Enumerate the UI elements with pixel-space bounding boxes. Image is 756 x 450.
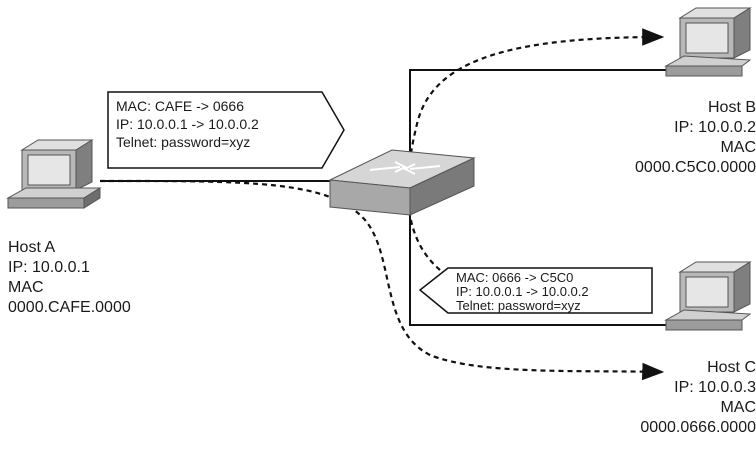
host-a-mac-label: MAC	[8, 279, 44, 296]
host-a-name: Host A	[8, 239, 56, 256]
host-c-mac-label: MAC	[720, 399, 756, 416]
host-a-ip: IP: 10.0.0.1	[8, 259, 90, 276]
switch-icon	[328, 149, 476, 216]
callout-outbound-telnet: Telnet: password=xyz	[116, 134, 251, 150]
link-switch-host-c	[409, 200, 672, 326]
callout-forwarded-frame	[418, 267, 653, 314]
host-b-ip: IP: 10.0.0.2	[674, 119, 756, 136]
callout-outbound-frame	[107, 91, 345, 169]
callout-forwarded-mac: MAC: 0666 -> C5C0	[456, 270, 574, 285]
callout-outbound-mac: MAC: CAFE -> 0666	[116, 98, 244, 114]
host-c-mac: 0000.0666.0000	[640, 419, 756, 436]
callout-forwarded-telnet: Telnet: password=xyz	[456, 298, 581, 313]
computer-icon	[664, 7, 752, 77]
callout-forwarded-ip: IP: 10.0.0.1 -> 10.0.0.2	[456, 284, 589, 299]
host-b-name: Host B	[707, 99, 756, 116]
host-a-mac: 0000.CAFE.0000	[8, 299, 131, 316]
host-c-label: Host C IP: 10.0.0.3 MAC 0000.0666.0000	[576, 358, 756, 438]
computer-icon	[6, 139, 102, 209]
callout-forwarded-text: MAC: 0666 -> C5C0 IP: 10.0.0.1 -> 10.0.0…	[456, 271, 589, 313]
computer-icon	[664, 261, 752, 331]
callout-outbound-text: MAC: CAFE -> 0666 IP: 10.0.0.1 -> 10.0.0…	[116, 97, 259, 151]
link-switch-host-b	[409, 69, 672, 168]
host-c-ip: IP: 10.0.0.3	[674, 379, 756, 396]
traffic-path-to-host-b	[406, 28, 665, 271]
callout-outbound-ip: IP: 10.0.0.1 -> 10.0.0.2	[116, 116, 259, 132]
host-b-mac: 0000.C5C0.0000	[635, 159, 756, 176]
host-b-label: Host B IP: 10.0.0.2 MAC 0000.C5C0.0000	[576, 98, 756, 178]
host-b-mac-label: MAC	[720, 139, 756, 156]
host-c-name: Host C	[707, 359, 756, 376]
host-a-label: Host A IP: 10.0.0.1 MAC 0000.CAFE.0000	[8, 238, 131, 318]
traffic-path-to-host-c	[99, 179, 665, 381]
